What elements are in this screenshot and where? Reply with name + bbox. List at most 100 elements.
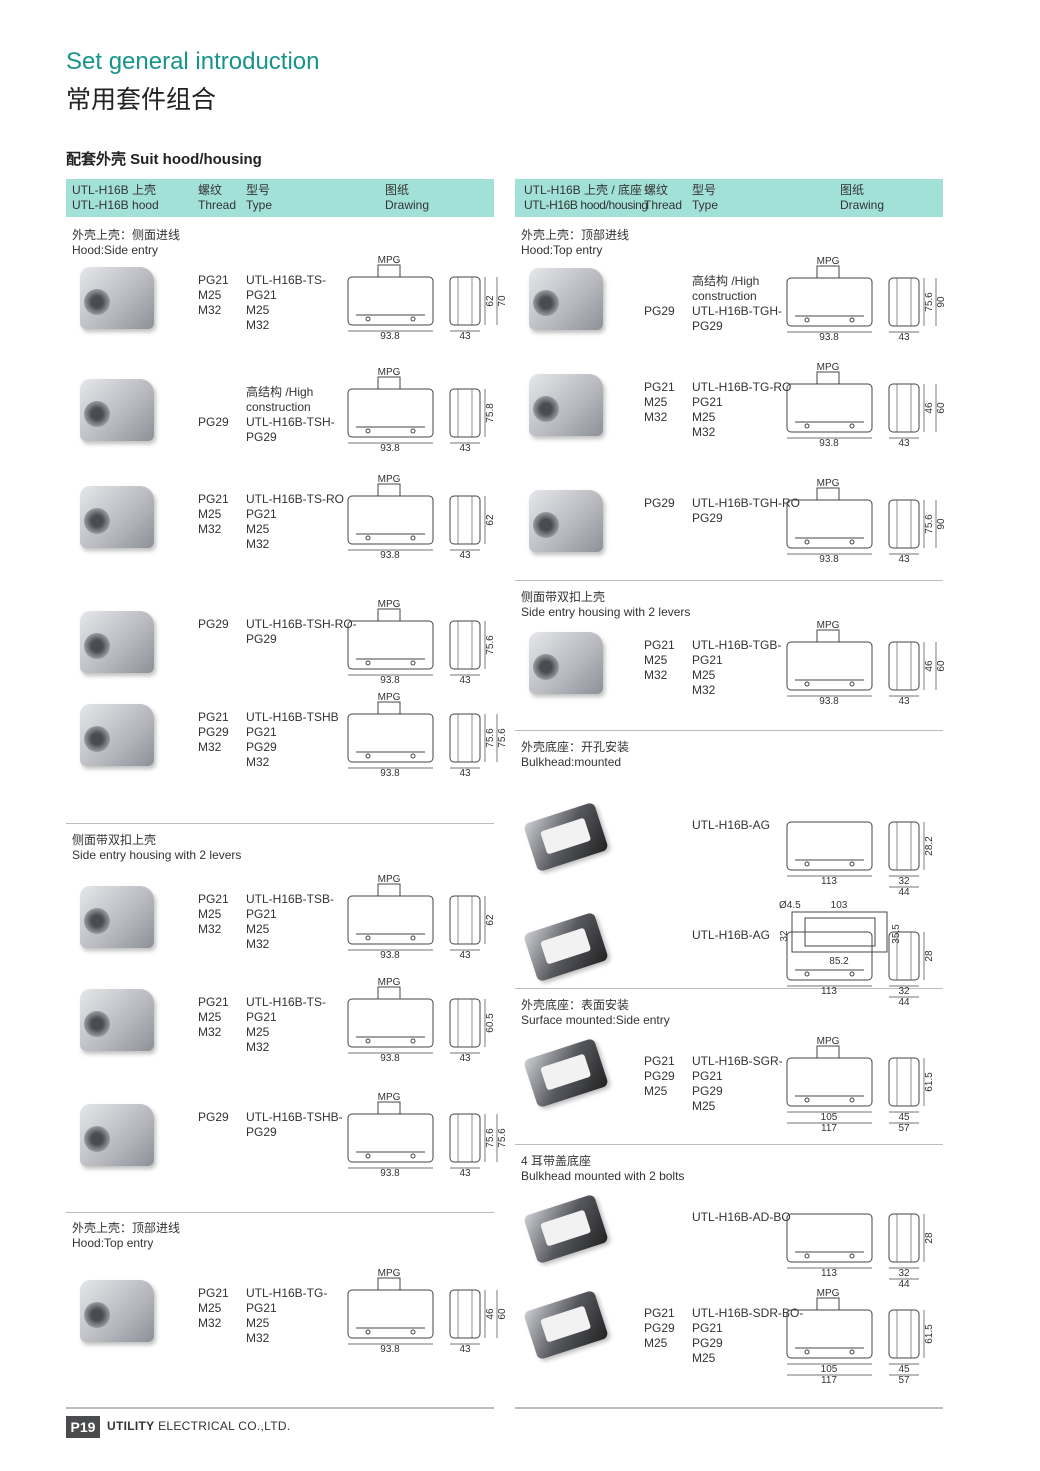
model-number-line: PG29 <box>246 632 277 646</box>
thread-size: PG29 <box>198 725 229 739</box>
model-number-line: M25 <box>692 1099 716 1113</box>
screw-hole <box>804 317 810 323</box>
model-number-line: UTL-H16B-AG <box>692 928 771 942</box>
front-view-outline <box>786 931 873 981</box>
mpg-label: MPG <box>378 474 401 485</box>
front-view-outline <box>347 1113 434 1163</box>
front-view-outline <box>786 1309 873 1359</box>
connector-opening <box>84 289 110 315</box>
side-view-outline <box>449 388 481 438</box>
screw-hole <box>804 861 810 867</box>
model-number-line: M25 <box>246 303 270 317</box>
screw-hole <box>410 935 416 941</box>
dimension-label: 90 <box>936 518 947 530</box>
dimension-label: 43 <box>459 950 471 961</box>
side-view-outline <box>888 277 920 327</box>
model-number-line: PG21 <box>246 288 277 302</box>
model-number-line: M25 <box>246 522 270 536</box>
cable-gland-outline <box>377 1101 401 1115</box>
header-thread-cn: 螺纹 <box>644 183 669 197</box>
thread-size: PG21 <box>198 273 229 287</box>
cable-gland-outline <box>377 483 401 497</box>
front-view-outline <box>786 1213 873 1263</box>
connector-opening <box>84 726 110 752</box>
dimension-label: 60.5 <box>485 1013 496 1033</box>
dimension-label: 75.6 <box>924 292 935 312</box>
dimension-label: 43 <box>898 438 910 449</box>
dimension-label: 60 <box>936 402 947 414</box>
connector-opening <box>84 508 110 534</box>
model-number-line: UTL-H16B-TSH- <box>246 415 335 429</box>
section-title-en: Side entry housing with 2 levers <box>521 605 691 619</box>
side-view-outline <box>888 821 920 871</box>
connector-opening <box>533 290 559 316</box>
thread-size: M32 <box>198 1316 222 1330</box>
screw-hole <box>365 316 371 322</box>
dimension-label: 44 <box>898 1279 910 1290</box>
thread-size: M25 <box>644 395 668 409</box>
thread-size: M32 <box>644 410 668 424</box>
thread-size: PG21 <box>644 638 675 652</box>
model-number-line: UTL-H16B-AG <box>692 818 771 832</box>
side-view-outline <box>449 620 481 670</box>
screw-hole <box>365 1329 371 1335</box>
dimension-label: 75.6 <box>485 635 496 655</box>
model-number-line: M32 <box>246 537 270 551</box>
front-view-outline <box>786 277 873 327</box>
cable-gland-outline <box>377 376 401 390</box>
thread-size: M32 <box>198 1025 222 1039</box>
dimension-label: 32 <box>898 876 910 887</box>
mpg-label: MPG <box>817 620 840 631</box>
dimension-label: 62 <box>485 914 496 926</box>
header-name-en: UTL-H16B hood/housing <box>524 198 648 212</box>
model-number-line: M32 <box>692 425 716 439</box>
cable-gland-outline <box>377 986 401 1000</box>
product-photo <box>529 490 603 552</box>
model-number-line: PG29 <box>246 430 277 444</box>
model-number-line: 高结构 /High <box>246 385 314 399</box>
model-number-line: UTL-H16B-TG- <box>246 1286 328 1300</box>
dimension-label: 61.5 <box>924 1324 935 1344</box>
dimension-label: 75.6 <box>497 1128 508 1148</box>
screw-hole <box>804 1349 810 1355</box>
model-number-line: M25 <box>692 668 716 682</box>
mpg-label: MPG <box>378 1092 401 1103</box>
model-number-line: UTL-H16B-AD-BO <box>692 1210 791 1224</box>
mpg-label: MPG <box>378 1268 401 1279</box>
dimension-label: 60 <box>936 660 947 672</box>
cable-gland-outline <box>377 701 401 715</box>
connector-opening <box>84 1302 110 1328</box>
screw-hole <box>410 1038 416 1044</box>
dimension-label: 32 <box>898 986 910 997</box>
dimension-label: 43 <box>459 1344 471 1355</box>
thread-size: PG29 <box>644 1069 675 1083</box>
header-drawing-cn: 图纸 <box>840 183 865 197</box>
thread-size: PG21 <box>644 1054 675 1068</box>
left-table-header: UTL-H16B 上壳 UTL-H16B hood 螺纹 Thread 型号 T… <box>66 179 494 217</box>
section-divider <box>515 580 943 581</box>
dimension-label: 43 <box>459 1053 471 1064</box>
side-view-outline <box>449 1289 481 1339</box>
model-number-line: UTL-H16B-TG-RO <box>692 380 792 394</box>
thread-size: M25 <box>198 1301 222 1315</box>
front-view-outline <box>347 276 434 326</box>
product-photo <box>80 1104 154 1166</box>
model-number-line: PG21 <box>246 1010 277 1024</box>
screw-hole <box>849 681 855 687</box>
model-number-line: PG21 <box>246 725 277 739</box>
header-type-en: Type <box>692 198 719 212</box>
dimension-label: 32 <box>779 930 790 942</box>
dimension-label: 28.2 <box>924 836 935 856</box>
dimension-label: 75.6 <box>924 514 935 534</box>
side-view-outline <box>449 998 481 1048</box>
dimension-label: 75.6 <box>485 728 496 748</box>
thread-size: M25 <box>644 653 668 667</box>
section-title-cn: 外壳底座：开孔安装 <box>521 740 630 754</box>
section-divider <box>515 1144 943 1145</box>
thread-size: M32 <box>198 303 222 317</box>
product-photo <box>80 989 154 1051</box>
cable-gland-outline <box>816 629 840 643</box>
